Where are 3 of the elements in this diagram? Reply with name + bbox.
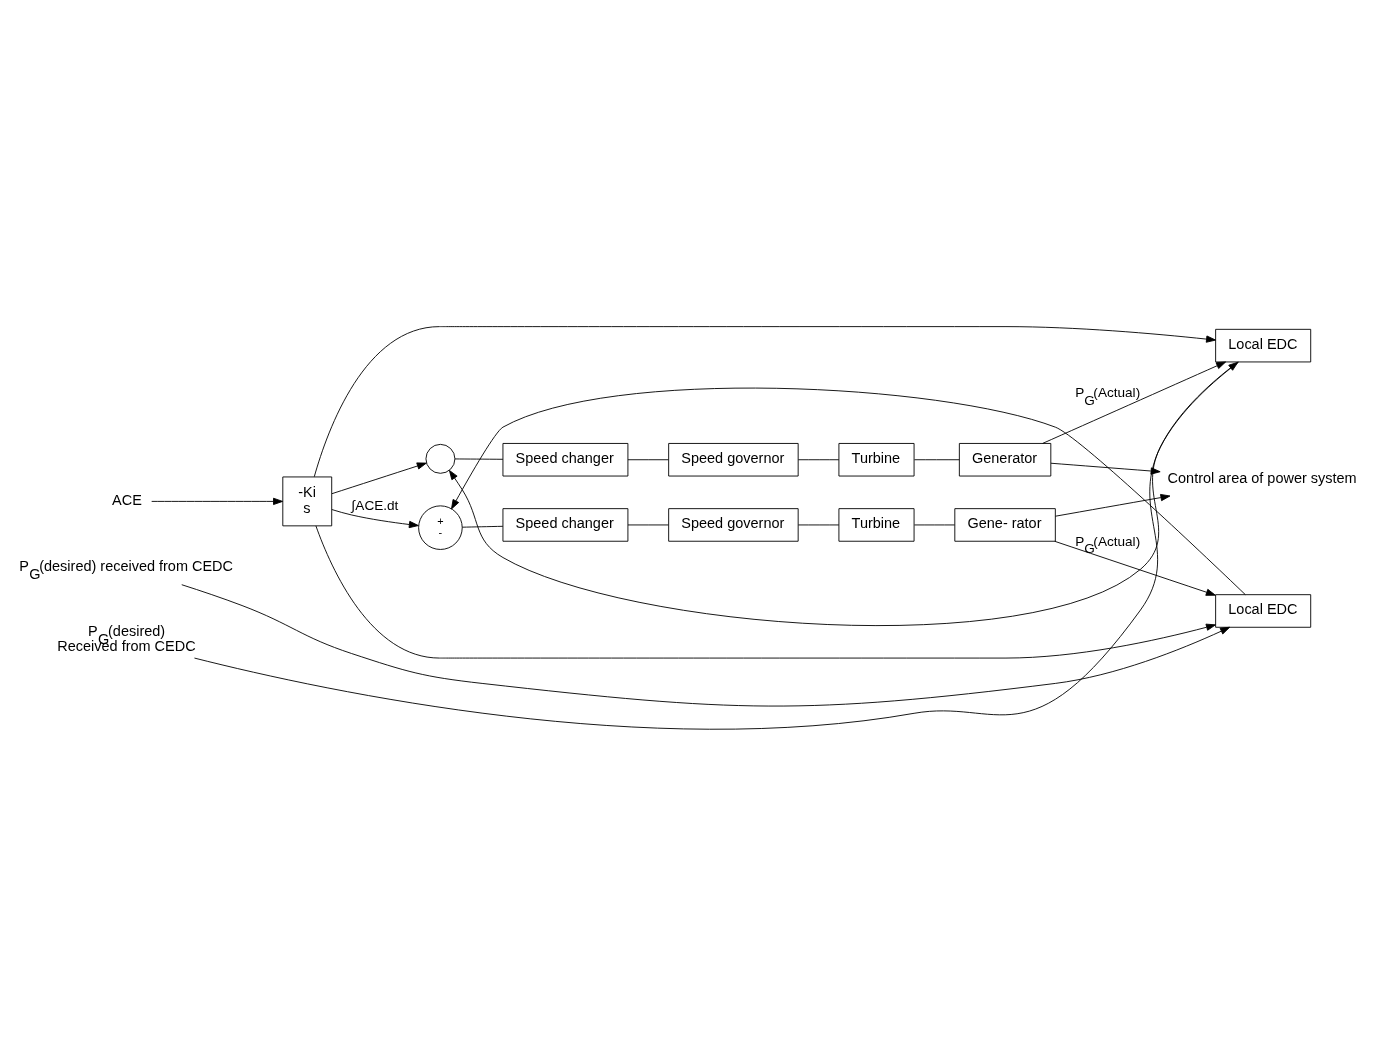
node-text: Control area of power system	[1167, 469, 1357, 486]
node-text: ACE	[112, 491, 142, 508]
edge-label: ∫ACE.dt	[351, 497, 399, 513]
